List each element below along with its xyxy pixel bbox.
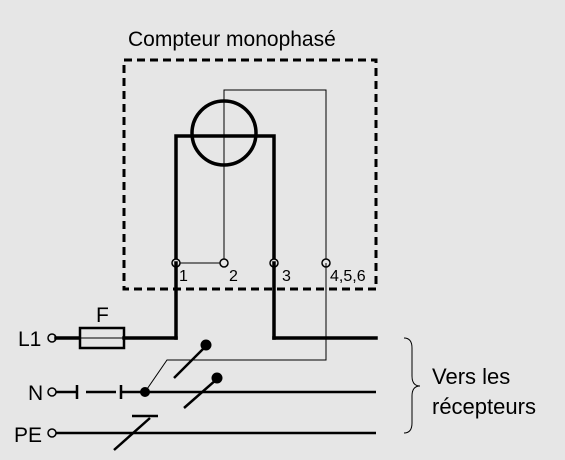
n-label: N <box>28 382 43 405</box>
terminal-4-5-6-label: 4,5,6 <box>330 268 366 285</box>
current-coil-path <box>174 134 276 265</box>
meter-enclosure <box>122 58 378 291</box>
terminal-1-label: 1 <box>179 268 188 285</box>
voltage-coil-path <box>223 89 327 263</box>
n-input-terminal <box>47 387 57 397</box>
n-tap-dot <box>211 372 223 384</box>
l1-label: L1 <box>18 328 41 351</box>
destination-line-1: Vers les <box>432 364 510 389</box>
pe-input-terminal <box>47 428 57 438</box>
n-junction-dot <box>140 387 150 397</box>
destination-line-2: récepteurs <box>432 394 536 419</box>
diagram-title: Compteur monophasé <box>128 28 336 51</box>
fuse-label: F <box>96 304 109 327</box>
l1-tap-stroke <box>173 345 207 379</box>
destination-brace <box>403 337 421 434</box>
terminal-2 <box>219 258 229 268</box>
neutral-sense-lead <box>144 263 327 393</box>
terminal-2-label: 2 <box>229 268 238 285</box>
l1-tap-dot <box>200 339 212 351</box>
terminal-3-label: 3 <box>282 268 291 285</box>
pe-tap-stroke <box>113 417 151 451</box>
n-tap-stroke <box>183 378 218 409</box>
pe-label: PE <box>14 424 42 447</box>
